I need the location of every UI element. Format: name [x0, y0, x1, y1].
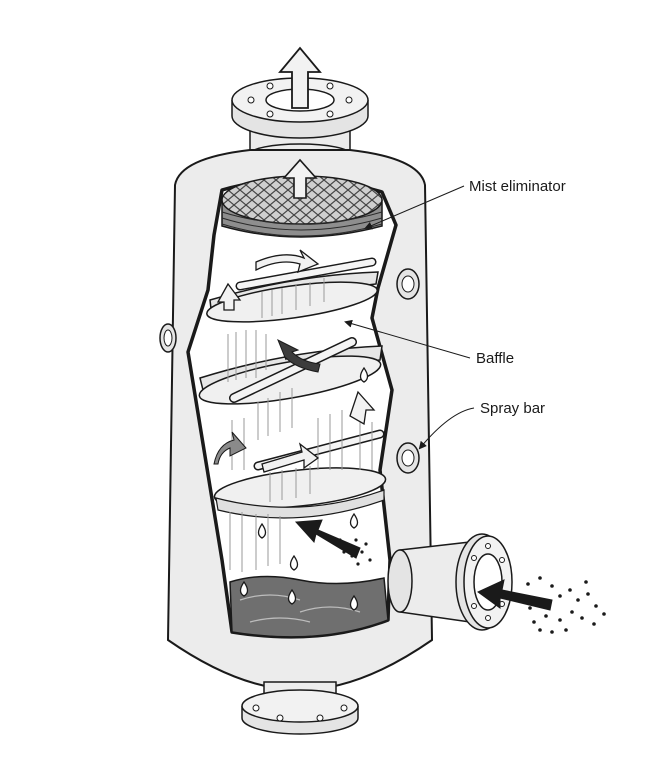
- mist-eliminator-leader: [364, 185, 465, 230]
- bottom-drain-nozzle: [241, 681, 359, 735]
- spray-bar-label: Spray bar: [480, 400, 545, 417]
- liquid-pool: [229, 575, 389, 638]
- droplets: [239, 366, 369, 611]
- outlet-arrow-mist: [282, 158, 318, 199]
- particles-inside: [338, 538, 372, 566]
- side-inlet-nozzle: [387, 533, 513, 631]
- incoming-gas-arrow: [477, 579, 553, 611]
- particles-incoming: [518, 576, 606, 634]
- outlet-arrow-top: [278, 46, 322, 109]
- baffle-leader: [344, 319, 471, 359]
- baffle-lower: [213, 467, 387, 519]
- baffle-upper: [206, 271, 379, 323]
- mist-eliminator-label: Mist eliminator: [469, 178, 566, 195]
- side-port-upper-right: [396, 268, 420, 300]
- mist-eliminator-pad: [221, 175, 383, 238]
- spray-bar-port: [396, 442, 420, 474]
- spray-bar-leader: [418, 407, 475, 450]
- flow-arrows-internal: [213, 249, 376, 473]
- side-port-left: [159, 323, 177, 353]
- inlet-flow-arrow: [294, 519, 361, 559]
- baffle-label: Baffle: [476, 350, 514, 367]
